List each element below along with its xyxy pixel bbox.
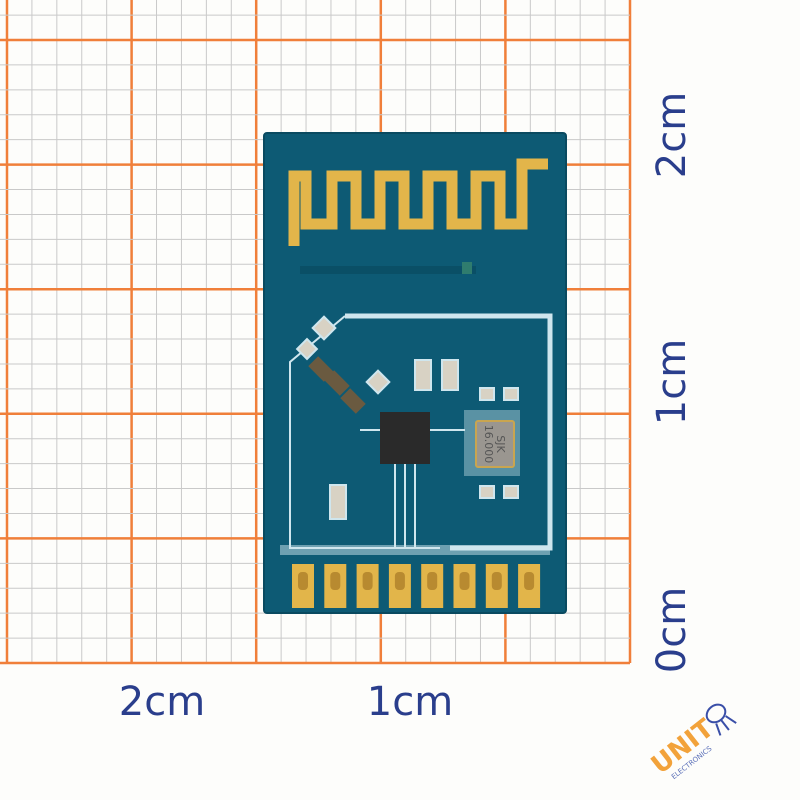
label-1cm-vertical: 1cm — [649, 339, 695, 425]
pad-hole — [394, 572, 405, 590]
pad-hole — [524, 572, 535, 590]
unit-electronics-logo: UNIT ELECTRONICS — [646, 703, 737, 781]
pcb-module: SJK 16.000 — [263, 132, 567, 614]
pad-hole — [298, 572, 308, 590]
pad-hole — [491, 572, 502, 590]
crystal-oscillator: SJK 16.000 — [464, 410, 520, 476]
rf-chip — [380, 412, 430, 464]
pad-hole — [330, 572, 341, 590]
crystal-frequency: 16.000 — [482, 425, 495, 464]
pad-hole — [427, 572, 438, 590]
label-2cm-vertical: 2cm — [649, 92, 695, 178]
scale-labels-bottom: 2cm 1cm — [119, 679, 453, 725]
pad-hole — [362, 572, 373, 590]
castellated-pads — [292, 564, 541, 608]
pad-hole — [459, 572, 470, 590]
label-0cm-vertical: 0cm — [649, 587, 695, 673]
label-2cm-horizontal: 2cm — [119, 679, 205, 725]
scale-labels-right: 2cm 1cm 0cm — [649, 92, 695, 673]
label-1cm-horizontal: 1cm — [367, 679, 453, 725]
antenna-trace — [288, 158, 548, 246]
logo-mascot-icon — [705, 703, 737, 736]
crystal-marking: SJK — [494, 435, 507, 453]
